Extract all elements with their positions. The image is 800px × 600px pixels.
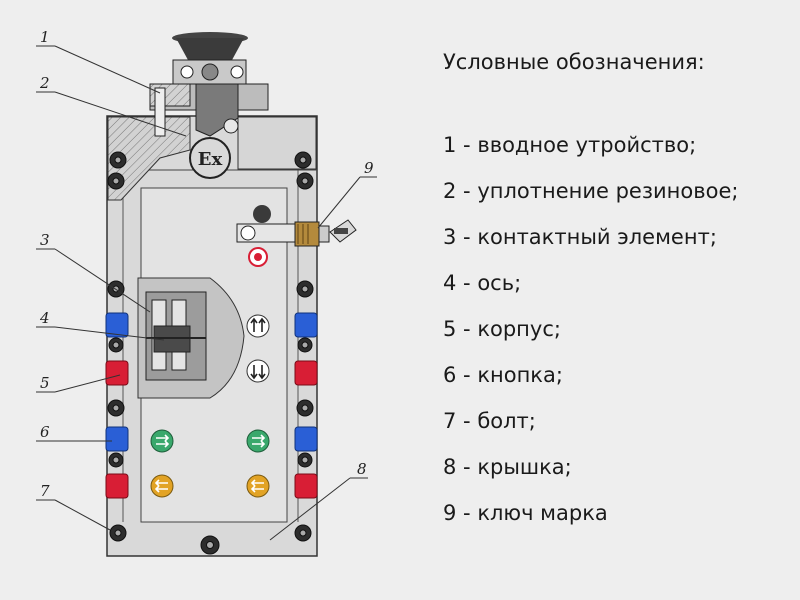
- bolts: [107, 151, 314, 555]
- legend-item-text: корпус;: [477, 317, 561, 341]
- legend-item-separator: -: [456, 271, 478, 295]
- callout-leaders: [36, 45, 377, 541]
- indicator-yellow: [150, 474, 270, 498]
- legend-item-6: 6 - кнопка;: [443, 365, 738, 411]
- callout-leader-2: [54, 91, 187, 137]
- callout-2: 2: [39, 74, 50, 92]
- legend-item-1: 1 - вводное утройство;: [443, 135, 738, 181]
- callout-5: 5: [40, 374, 50, 392]
- callout-leader-7: [54, 499, 111, 531]
- legend-item-number: 5: [443, 317, 457, 341]
- legend-item-5: 5 - корпус;: [443, 319, 738, 365]
- callout-leader-1: [54, 45, 161, 94]
- legend-item-separator: -: [456, 317, 478, 341]
- callout-leader-8: [269, 477, 351, 541]
- legend-item-9: 9 - ключ марка: [443, 503, 738, 549]
- legend-item-3: 3 - контактный элемент;: [443, 227, 738, 273]
- top-section-hatch: [107, 116, 191, 201]
- cable-entry: [149, 32, 269, 137]
- buttons-right: [294, 312, 318, 499]
- ex-mark-label: Ex: [198, 149, 223, 170]
- legend-item-text: вводное утройство;: [477, 133, 697, 157]
- legend-item-number: 7: [443, 409, 457, 433]
- button-blue: [105, 426, 129, 452]
- legend-item-text: кнопка;: [477, 363, 563, 387]
- callout-7: 7: [40, 482, 50, 500]
- callout-1: 1: [40, 28, 50, 46]
- callout-3: 3: [40, 231, 50, 249]
- button-blue: [294, 312, 318, 338]
- callout-4: 4: [39, 309, 50, 327]
- contact-element: [137, 277, 245, 399]
- button-red: [294, 360, 318, 386]
- legend-item-number: 4: [443, 271, 457, 295]
- buttons-left: [105, 312, 129, 499]
- button-blue: [294, 426, 318, 452]
- button-red: [105, 473, 129, 499]
- callout-9: 9: [364, 159, 374, 177]
- legend-item-separator: -: [456, 501, 478, 525]
- legend-item-separator: -: [456, 455, 478, 479]
- legend-item-text: крышка;: [477, 455, 572, 479]
- callout-leader-3: [54, 248, 151, 313]
- legend-item-7: 7 - болт;: [443, 411, 738, 457]
- legend-item-separator: -: [456, 225, 478, 249]
- legend-title: Условные обозначения:: [443, 50, 705, 74]
- legend: Условные обозначения: 1 - вводное утройс…: [443, 52, 738, 549]
- legend-item-4: 4 - ось;: [443, 273, 738, 319]
- legend-item-separator: -: [456, 133, 478, 157]
- callout-6: 6: [40, 423, 50, 441]
- button-red: [105, 360, 129, 386]
- legend-item-text: ключ марка: [477, 501, 608, 525]
- legend-item-separator: -: [456, 179, 478, 203]
- legend-item-number: 3: [443, 225, 457, 249]
- legend-item-text: ось;: [477, 271, 522, 295]
- indicator-white: [246, 314, 270, 383]
- callout-8: 8: [357, 460, 367, 478]
- legend-item-separator: -: [456, 363, 478, 387]
- legend-item-8: 8 - крышка;: [443, 457, 738, 503]
- legend-item-2: 2 - уплотнение резиновое;: [443, 181, 738, 227]
- ex-mark: Ex: [189, 137, 231, 179]
- legend-item-number: 2: [443, 179, 457, 203]
- legend-item-separator: -: [456, 409, 478, 433]
- legend-item-number: 6: [443, 363, 457, 387]
- callout-numbers: 1 2 3 4 5 6 7 8 9: [39, 28, 374, 500]
- callout-leader-9: [317, 176, 361, 229]
- legend-item-number: 1: [443, 133, 457, 157]
- legend-item-number: 9: [443, 501, 457, 525]
- legend-item-text: болт;: [477, 409, 536, 433]
- button-blue: [105, 312, 129, 338]
- legend-item-text: уплотнение резиновое;: [477, 179, 739, 203]
- legend-item-number: 8: [443, 455, 457, 479]
- button-red: [294, 473, 318, 499]
- callout-leader-4: [54, 326, 165, 341]
- key-lock: [236, 205, 357, 267]
- indicator-green: [150, 429, 270, 453]
- callout-leader-5: [54, 374, 121, 393]
- legend-item-text: контактный элемент;: [477, 225, 717, 249]
